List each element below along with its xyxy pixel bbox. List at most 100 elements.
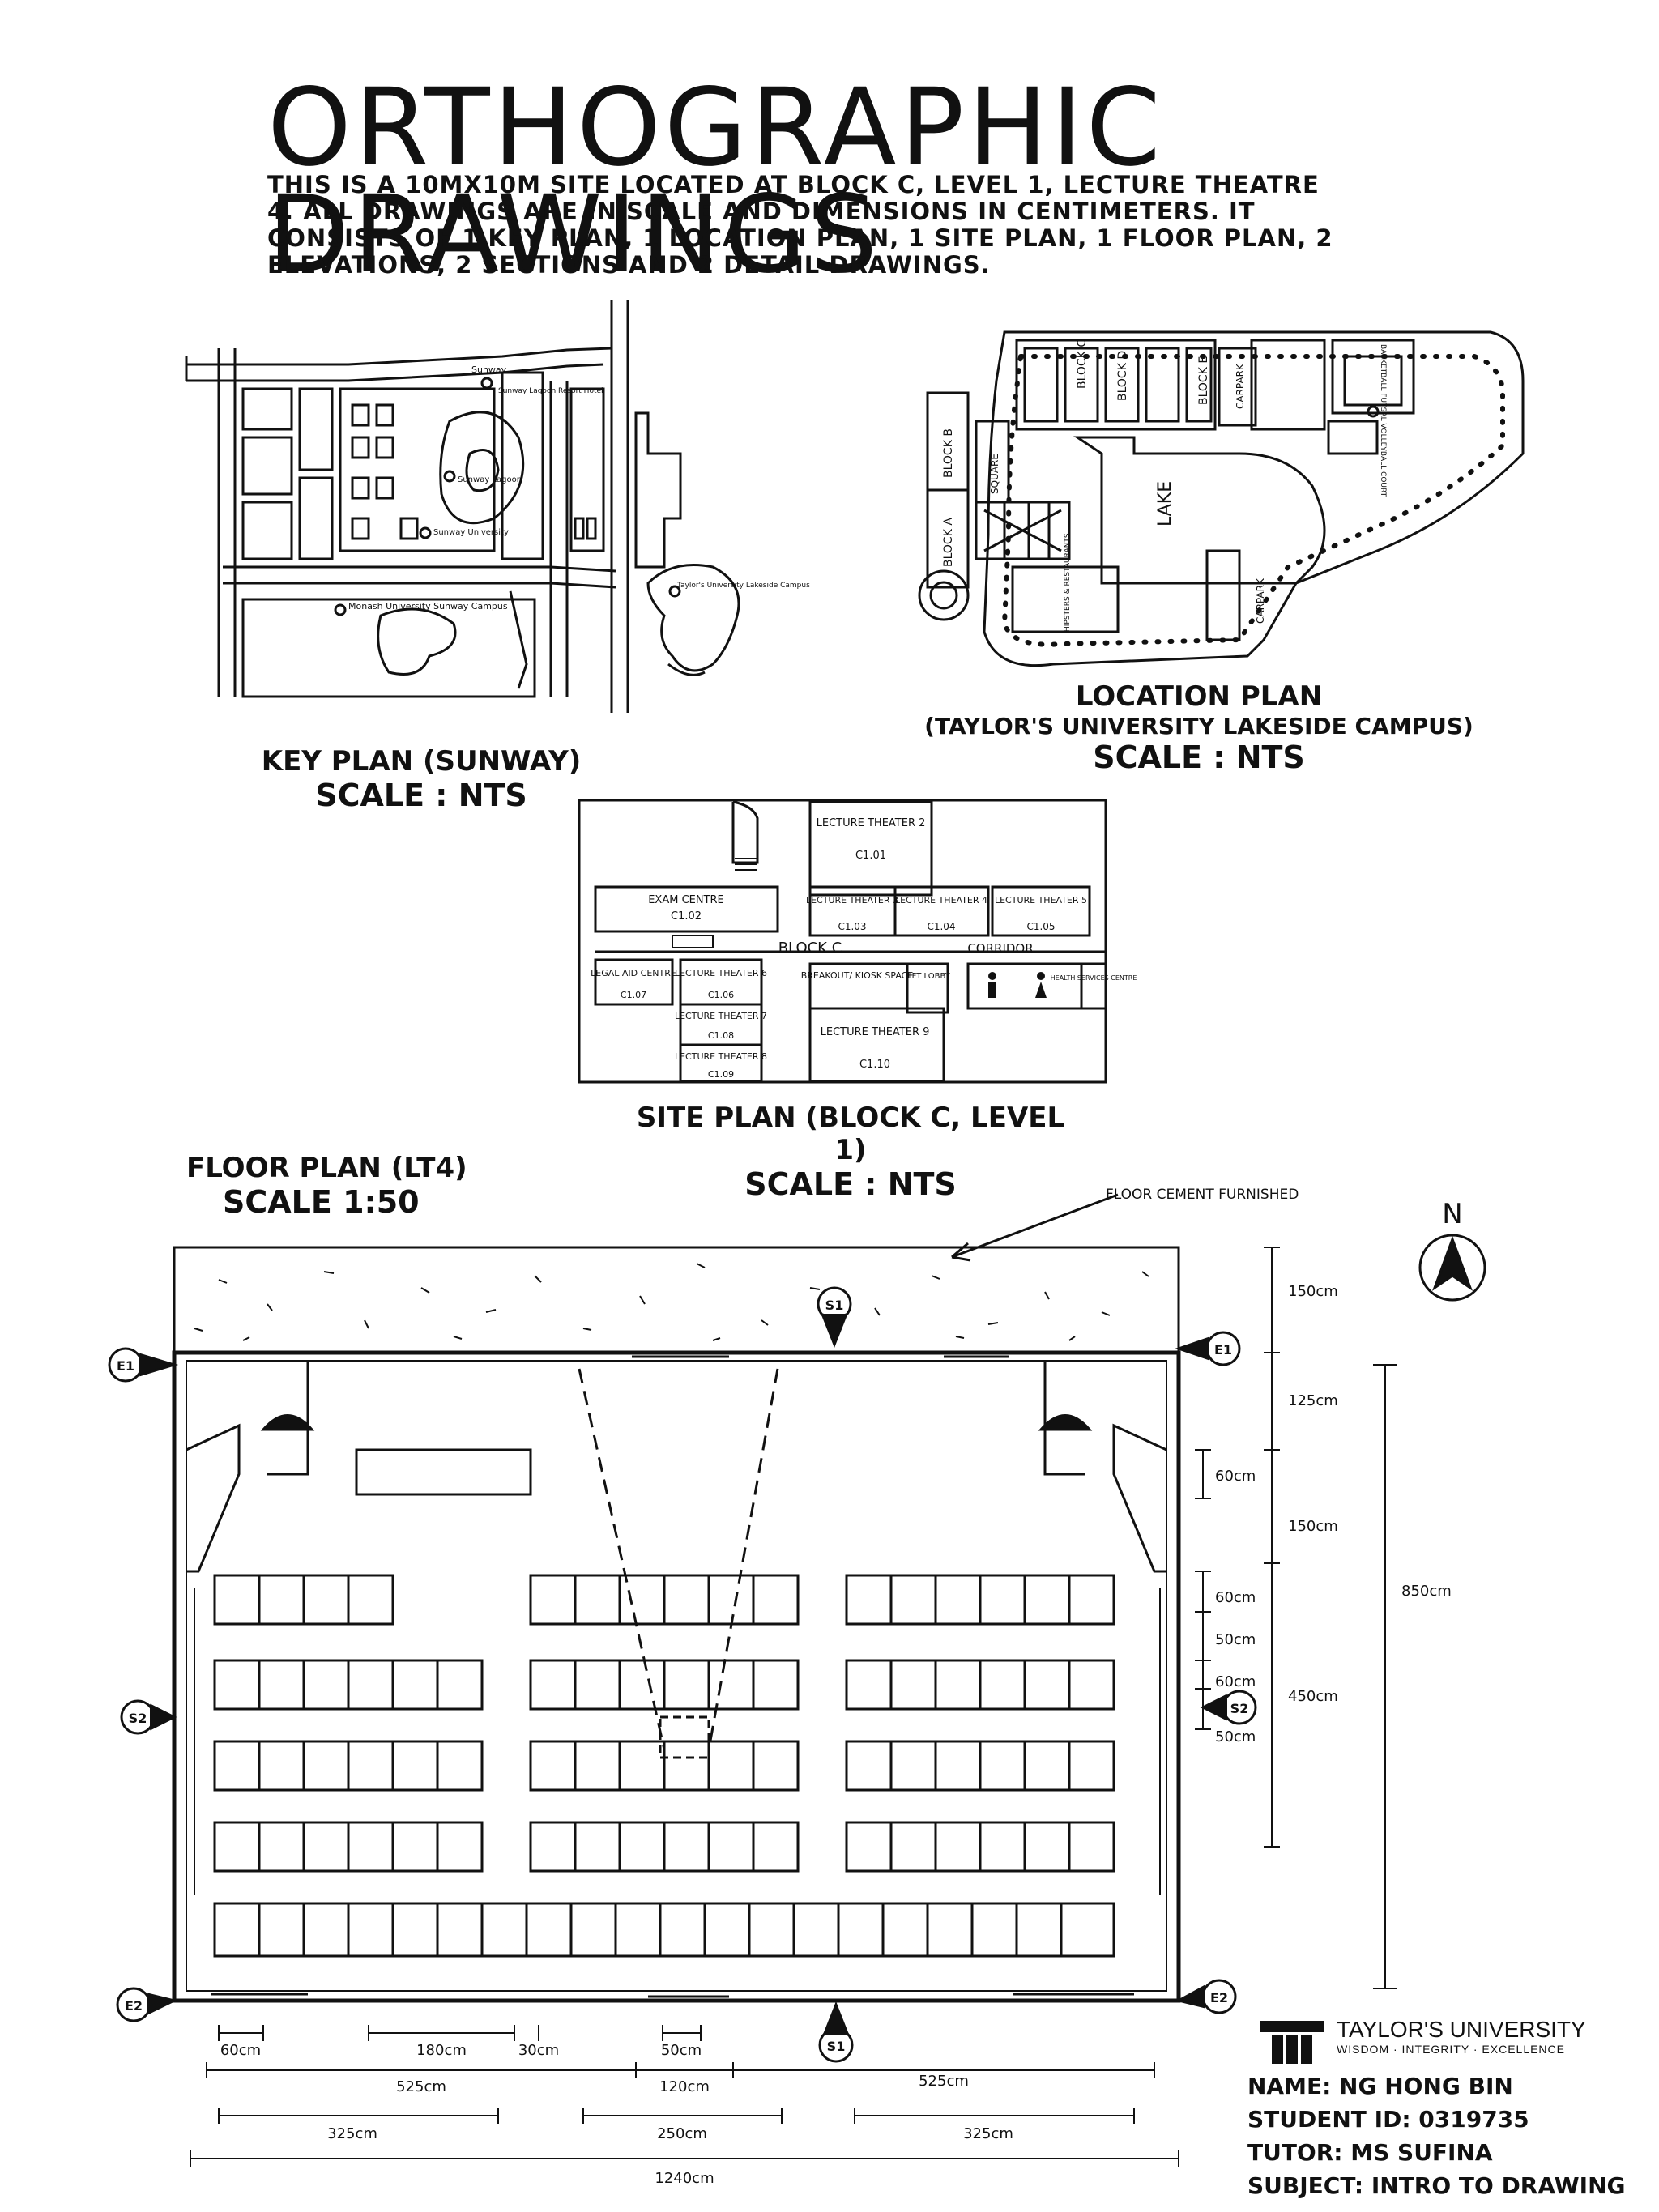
dim-label: 60cm (220, 2042, 261, 2059)
location-plan-caption: LOCATION PLAN (TAYLOR'S UNIVERSITY LAKES… (907, 680, 1491, 775)
floor-plan-title: FLOOR PLAN (LT4) (186, 1152, 467, 1184)
student-name: NAME: NG HONG BIN (1247, 2073, 1513, 2099)
key-label-resort: Sunway Lagoon Resort Hotel (498, 387, 603, 395)
dim-label: 50cm (1215, 1631, 1256, 1648)
key-label-sunway: Sunway (471, 364, 507, 375)
section-marker-s2-left: S2 (129, 1711, 147, 1726)
room-code: C1.08 (708, 1030, 734, 1041)
room-name: LECTURE THEATER 8 (675, 1051, 767, 1062)
dim-label: 525cm (919, 2073, 969, 2090)
dim-label: 250cm (657, 2125, 707, 2142)
dim-label: 1240cm (655, 2170, 714, 2187)
room-name: LECTURE THEATER 3 (806, 895, 898, 906)
room-code: C1.10 (859, 1059, 890, 1071)
room-code: C1.09 (708, 1069, 734, 1080)
corridor-label: CORRIDOR (967, 941, 1033, 956)
taylors-logo-icon (1260, 2021, 1324, 2064)
dim-label: 60cm (1215, 1468, 1256, 1485)
dim-label: 150cm (1288, 1283, 1338, 1300)
room-code: C1.02 (671, 910, 702, 923)
location-plan-scale: SCALE : NTS (1093, 739, 1305, 775)
site-plan-scale: SCALE : NTS (744, 1166, 957, 1202)
room-code: C1.05 (1026, 921, 1055, 932)
north-label: N (1442, 1198, 1462, 1230)
loc-label-court: BASKETBALL FUTSAL VOLLEYBALL COURT (1379, 344, 1387, 497)
dim-label: 125cm (1288, 1392, 1338, 1409)
loc-label-carpark-top: CARPARK (1235, 363, 1246, 409)
block-c-label: BLOCK C (778, 940, 842, 957)
toilet-icons (988, 972, 1047, 998)
key-label-monash: Monash University Sunway Campus (348, 601, 508, 612)
site-plan-caption: SITE PLAN (BLOCK C, LEVEL 1) SCALE : NTS (624, 1102, 1077, 1202)
toilet-female-icon-body (1035, 982, 1047, 998)
loc-label-block-a: BLOCK A (942, 518, 955, 567)
loc-label-block-b: BLOCK B (942, 428, 955, 478)
loc-label-hipsters: HIPSTERS & RESTAURANTS (1064, 533, 1072, 632)
key-plan-title: KEY PLAN (SUNWAY) (261, 745, 582, 778)
lift-label: LIFT LOBBY (905, 972, 951, 981)
loc-label-block-e: BLOCK E (1197, 356, 1210, 405)
room-code: C1.01 (855, 850, 886, 862)
dim-label: 850cm (1401, 1583, 1452, 1600)
elevation-marker-e1-right: E1 (1214, 1342, 1232, 1357)
dim-label: 120cm (659, 2078, 710, 2095)
loc-label-carpark-bottom: CARPARK (1255, 578, 1266, 624)
section-marker-s2-right: S2 (1230, 1701, 1249, 1716)
floor-plan-scale: SCALE 1:50 (223, 1184, 420, 1220)
floor-note: FLOOR CEMENT FURNISHED (1106, 1187, 1299, 1203)
floor-plan-caption: FLOOR PLAN (LT4) SCALE 1:50 (186, 1152, 494, 1220)
room-code: C1.04 (927, 921, 955, 932)
elevation-marker-e2-right: E2 (1210, 1990, 1228, 2005)
room-name: EXAM CENTRE (648, 894, 724, 906)
student-id: STUDENT ID: 0319735 (1247, 2106, 1529, 2133)
dim-label: 325cm (327, 2125, 377, 2142)
elevation-marker-e1-left: E1 (117, 1358, 134, 1374)
room-name: LECTURE THEATER 2 (817, 817, 926, 829)
tutor-name: TUTOR: MS SUFINA (1247, 2139, 1493, 2166)
site-plan-drawing (578, 799, 1107, 1084)
room-name: LECTURE THEATER 5 (995, 895, 1087, 906)
toilet-male-icon-body (988, 982, 996, 998)
elevation-marker-e2-left: E2 (125, 1998, 143, 2014)
subject-name: SUBJECT: INTRO TO DRAWING (1247, 2172, 1626, 2199)
location-plan-map (918, 330, 1525, 667)
dim-label: 60cm (1215, 1673, 1256, 1690)
dim-label: 50cm (661, 2042, 702, 2059)
section-marker-s1-bottom: S1 (827, 2039, 846, 2054)
health-label: HEALTH SERVICES CENTRE (1051, 974, 1137, 982)
dim-label: 50cm (1215, 1728, 1256, 1745)
key-plan-caption: KEY PLAN (SUNWAY) SCALE : NTS (227, 745, 616, 813)
room-name: LECTURE THEATER 6 (675, 968, 767, 978)
student-info-block: NAME: NG HONG BIN STUDENT ID: 0319735 TU… (1247, 2069, 1626, 2202)
location-plan-title: LOCATION PLAN (1075, 680, 1323, 713)
room-name: LECTURE THEATER 7 (675, 1011, 767, 1021)
breakout-label: BREAKOUT/ KIOSK SPACE (801, 970, 914, 981)
room-code: C1.03 (838, 921, 866, 932)
floor-plan-drawing (108, 1193, 1486, 2167)
room-code: C1.06 (708, 990, 734, 1000)
loc-label-block-d: BLOCK D (1116, 351, 1129, 401)
seating-rows (213, 1574, 1115, 1958)
key-plan-scale: SCALE : NTS (315, 778, 527, 813)
dim-label: 525cm (396, 2078, 446, 2095)
room-code: C1.07 (621, 990, 646, 1000)
section-marker-s1-top: S1 (825, 1298, 844, 1313)
key-label-lagoon: Sunway Lagoon (458, 475, 522, 484)
loc-label-block-c: BLOCK C (1076, 339, 1089, 389)
room-name: LEGAL AID CENTRE (591, 968, 676, 978)
toilet-female-icon (1037, 972, 1045, 980)
university-name: TAYLOR'S UNIVERSITY (1337, 2017, 1586, 2042)
loc-label-square: SQUARE (989, 454, 1000, 494)
dim-label: 450cm (1288, 1688, 1338, 1705)
intro-text: THIS IS A 10MX10M SITE LOCATED AT BLOCK … (267, 171, 1333, 279)
dim-label: 30cm (518, 2042, 559, 2059)
location-plan-subtitle: (TAYLOR'S UNIVERSITY LAKESIDE CAMPUS) (924, 713, 1473, 739)
cement-texture (194, 1263, 1149, 1341)
dim-label: 325cm (963, 2125, 1013, 2142)
room-name: LECTURE THEATER 4 (895, 895, 987, 906)
key-label-sunway-uni: Sunway University (433, 528, 509, 537)
loc-label-lake: LAKE (1155, 481, 1175, 526)
key-plan-map (185, 300, 740, 713)
toilet-male-icon (988, 972, 996, 980)
